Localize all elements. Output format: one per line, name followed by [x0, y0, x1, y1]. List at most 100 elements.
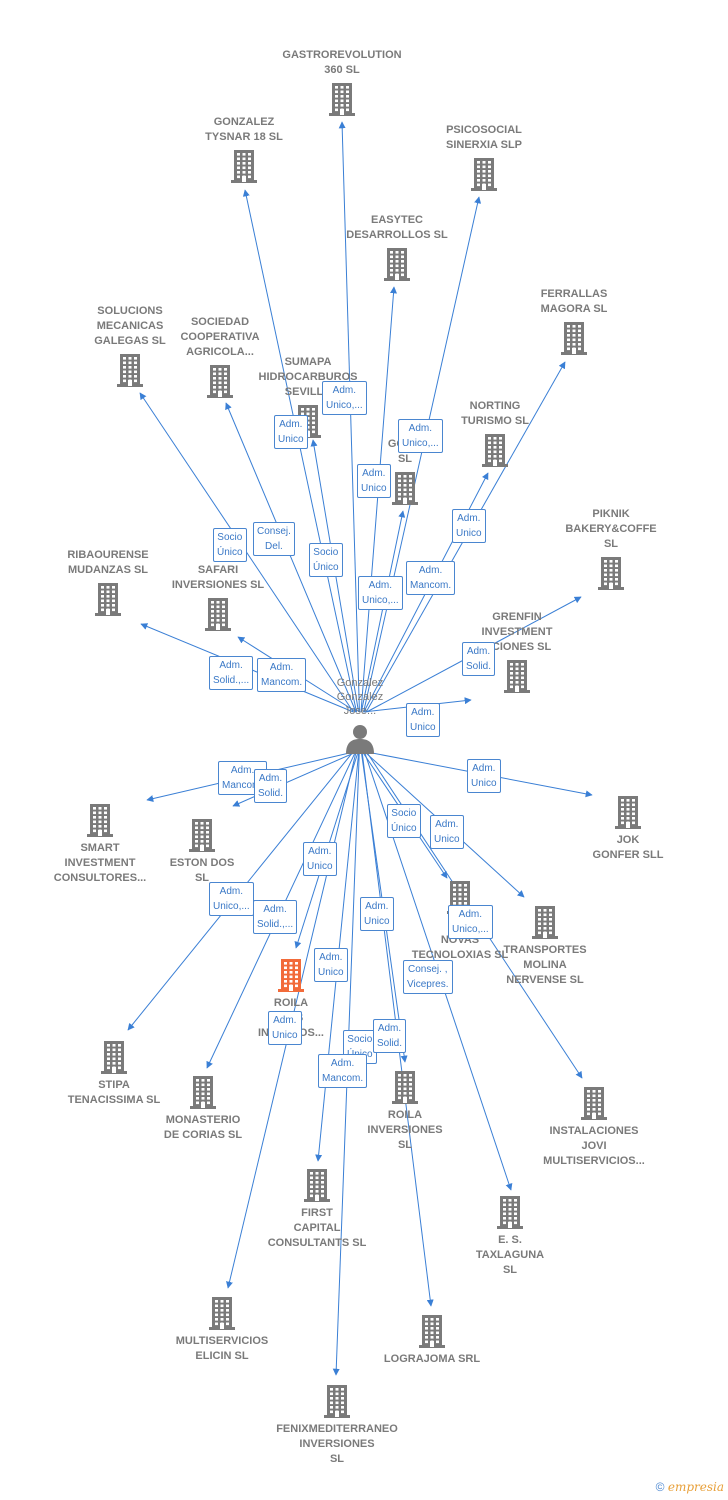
building-icon	[304, 1169, 330, 1202]
role-badge[interactable]: Adm. Unico	[314, 948, 348, 982]
role-badge[interactable]: Adm. Unico	[452, 509, 486, 543]
building-icon	[324, 1385, 350, 1418]
role-badge[interactable]: Adm. Unico	[360, 897, 394, 931]
company-label: LOGRAJOMA SRL	[383, 1353, 481, 1365]
role-badge[interactable]: Adm. Unico	[430, 815, 464, 849]
company-node-eston[interactable]: ESTON DOS SL	[137, 818, 267, 886]
building-icon	[207, 365, 233, 398]
company-node-ferrallas[interactable]: FERRALLAS MAGORA SL	[509, 287, 639, 355]
building-icon	[561, 322, 587, 355]
company-node-gastrorevolution[interactable]: GASTROREVOLUTION 360 SL	[277, 48, 407, 116]
company-node-safari[interactable]: SAFARI INVERSIONES SL	[153, 563, 283, 631]
building-icon	[231, 150, 257, 183]
company-node-smart[interactable]: SMART INVESTMENT CONSULTORES...	[35, 803, 165, 886]
company-node-fenixmediterraneo[interactable]: FENIXMEDITERRANEO INVERSIONES SL	[272, 1384, 402, 1467]
role-badge[interactable]: Socio Único	[387, 804, 421, 838]
building-icon	[190, 1076, 216, 1109]
building-icon	[482, 434, 508, 467]
role-badge[interactable]: Adm. Solid.,...	[209, 656, 254, 690]
company-label: ESTON DOS SL	[169, 857, 235, 884]
building-icon	[205, 598, 231, 631]
role-badge[interactable]: Socio Único	[213, 528, 247, 562]
role-badge[interactable]: Adm. Mancom.	[406, 561, 456, 595]
role-badge[interactable]: Adm. Unico,...	[398, 419, 443, 453]
center-person[interactable]: Gonzalez Gonzalez Jose...	[320, 676, 400, 754]
role-badge[interactable]: Adm. Unico	[406, 703, 440, 737]
building-icon	[615, 796, 641, 829]
relation-edge	[363, 196, 482, 713]
company-node-easytec[interactable]: EASYTEC DESARROLLOS SL	[332, 213, 462, 281]
building-icon	[392, 472, 418, 505]
role-badge[interactable]: Adm. Solid.	[254, 769, 288, 803]
company-label: INSTALACIONES JOVI MULTISERVICIOS...	[543, 1125, 645, 1167]
company-node-sociedad-coop[interactable]: SOCIEDAD COOPERATIVA AGRICOLA...	[155, 315, 285, 398]
building-icon	[384, 248, 410, 281]
role-badge[interactable]: Adm. Unico	[303, 842, 337, 876]
company-label: SOLUCIONS MECANICAS GALEGAS SL	[94, 305, 166, 347]
company-node-taxlaguna[interactable]: E. S. TAXLAGUNA SL	[445, 1195, 575, 1278]
relation-edge	[360, 510, 406, 713]
building-icon	[392, 1071, 418, 1104]
company-label: STIPA TENACISSIMA SL	[67, 1079, 161, 1106]
building-icon	[101, 1041, 127, 1074]
building-icon	[598, 557, 624, 590]
footer: © empresia	[656, 1480, 724, 1494]
building-icon	[189, 819, 215, 852]
company-node-monasterio[interactable]: MONASTERIO DE CORIAS SL	[138, 1075, 268, 1143]
company-node-instalaciones[interactable]: INSTALACIONES JOVI MULTISERVICIOS...	[529, 1086, 659, 1169]
company-label: GASTROREVOLUTION 360 SL	[282, 49, 402, 76]
role-badge[interactable]: Socio Único	[309, 543, 343, 577]
company-node-sumapa[interactable]: SUMAPA HIDROCARBUROS SEVILLA	[243, 355, 373, 438]
role-badge[interactable]: Adm. Unico	[274, 415, 308, 449]
company-node-jok[interactable]: JOK GONFER SLL	[563, 795, 693, 863]
building-icon	[419, 1315, 445, 1348]
role-badge[interactable]: Adm. Mancom.	[257, 658, 307, 692]
company-label: RIBAOURENSE MUDANZAS SL	[67, 549, 149, 576]
company-label: SOCIEDAD COOPERATIVA AGRICOLA...	[180, 316, 260, 358]
brand-logo[interactable]: empresia	[667, 1480, 724, 1494]
building-icon	[209, 1297, 235, 1330]
company-node-solucions[interactable]: SOLUCIONS MECANICAS GALEGAS SL	[65, 304, 195, 387]
company-node-psicosocial[interactable]: PSICOSOCIAL SINERXIA SLP	[419, 123, 549, 191]
building-icon	[532, 906, 558, 939]
role-badge[interactable]: Adm. Solid.	[373, 1019, 407, 1053]
role-badge[interactable]: Adm. Mancom.	[318, 1054, 368, 1088]
building-icon	[497, 1196, 523, 1229]
relation-edge	[139, 392, 354, 713]
company-label: GRENFIN INVESTMENT ...CIONES SL	[481, 611, 553, 653]
role-badge[interactable]: Adm. Unico,...	[358, 576, 403, 610]
company-node-roila-inversiones[interactable]: ROILA INVERSIONES SL	[340, 1070, 470, 1153]
company-node-piknik[interactable]: PIKNIK BAKERY&COFFE SL	[546, 507, 676, 590]
company-label: FIRST CAPITAL CONSULTANTS SL	[267, 1207, 367, 1249]
company-node-ribaourense[interactable]: RIBAOURENSE MUDANZAS SL	[43, 548, 173, 616]
company-node-multiservicios-elicin[interactable]: MULTISERVICIOS ELICIN SL	[157, 1296, 287, 1364]
relation-edge	[225, 402, 357, 713]
role-badge[interactable]: Adm. Unico,...	[209, 882, 254, 916]
company-label: FENIXMEDITERRANEO INVERSIONES SL	[276, 1423, 398, 1465]
role-badge[interactable]: Consej. Del.	[253, 522, 295, 556]
role-badge[interactable]: Consej. , Vicepres.	[403, 960, 453, 994]
role-badge[interactable]: Adm. Unico	[467, 759, 501, 793]
company-node-gonzalez-tysnar[interactable]: GONZALEZ TYSNAR 18 SL	[179, 115, 309, 183]
role-badge[interactable]: Adm. Solid.,...	[253, 900, 298, 934]
company-label: EASYTEC DESARROLLOS SL	[346, 214, 448, 241]
company-node-norting[interactable]: NORTING TURISMO SL	[430, 399, 560, 467]
role-badge[interactable]: Adm. Unico	[268, 1011, 302, 1045]
company-label: SUMAPA HIDROCARBUROS SEVILLA	[258, 356, 358, 398]
company-node-lograjoma[interactable]: LOGRAJOMA SRL	[367, 1314, 497, 1367]
role-badge[interactable]: Adm. Unico,...	[322, 381, 367, 415]
building-icon	[87, 804, 113, 837]
company-node-stipa[interactable]: STIPA TENACISSIMA SL	[49, 1040, 179, 1108]
company-node-first-capital[interactable]: FIRST CAPITAL CONSULTANTS SL	[252, 1168, 382, 1251]
role-badge[interactable]: Adm. Unico	[357, 464, 391, 498]
relation-edge	[338, 121, 360, 713]
company-label: MONASTERIO DE CORIAS SL	[163, 1114, 243, 1141]
role-badge[interactable]: Adm. Unico,...	[448, 905, 493, 939]
role-badge[interactable]: Adm. Solid.	[462, 642, 496, 676]
company-label: MULTISERVICIOS ELICIN SL	[175, 1335, 269, 1362]
company-node-grenfin[interactable]: GRENFIN INVESTMENT ...CIONES SL	[452, 610, 582, 693]
person-icon	[346, 725, 374, 754]
building-icon	[504, 660, 530, 693]
company-label: NORTING TURISMO SL	[461, 400, 529, 427]
company-node-transportes[interactable]: TRANSPORTES MOLINA NERVENSE SL	[480, 905, 610, 988]
